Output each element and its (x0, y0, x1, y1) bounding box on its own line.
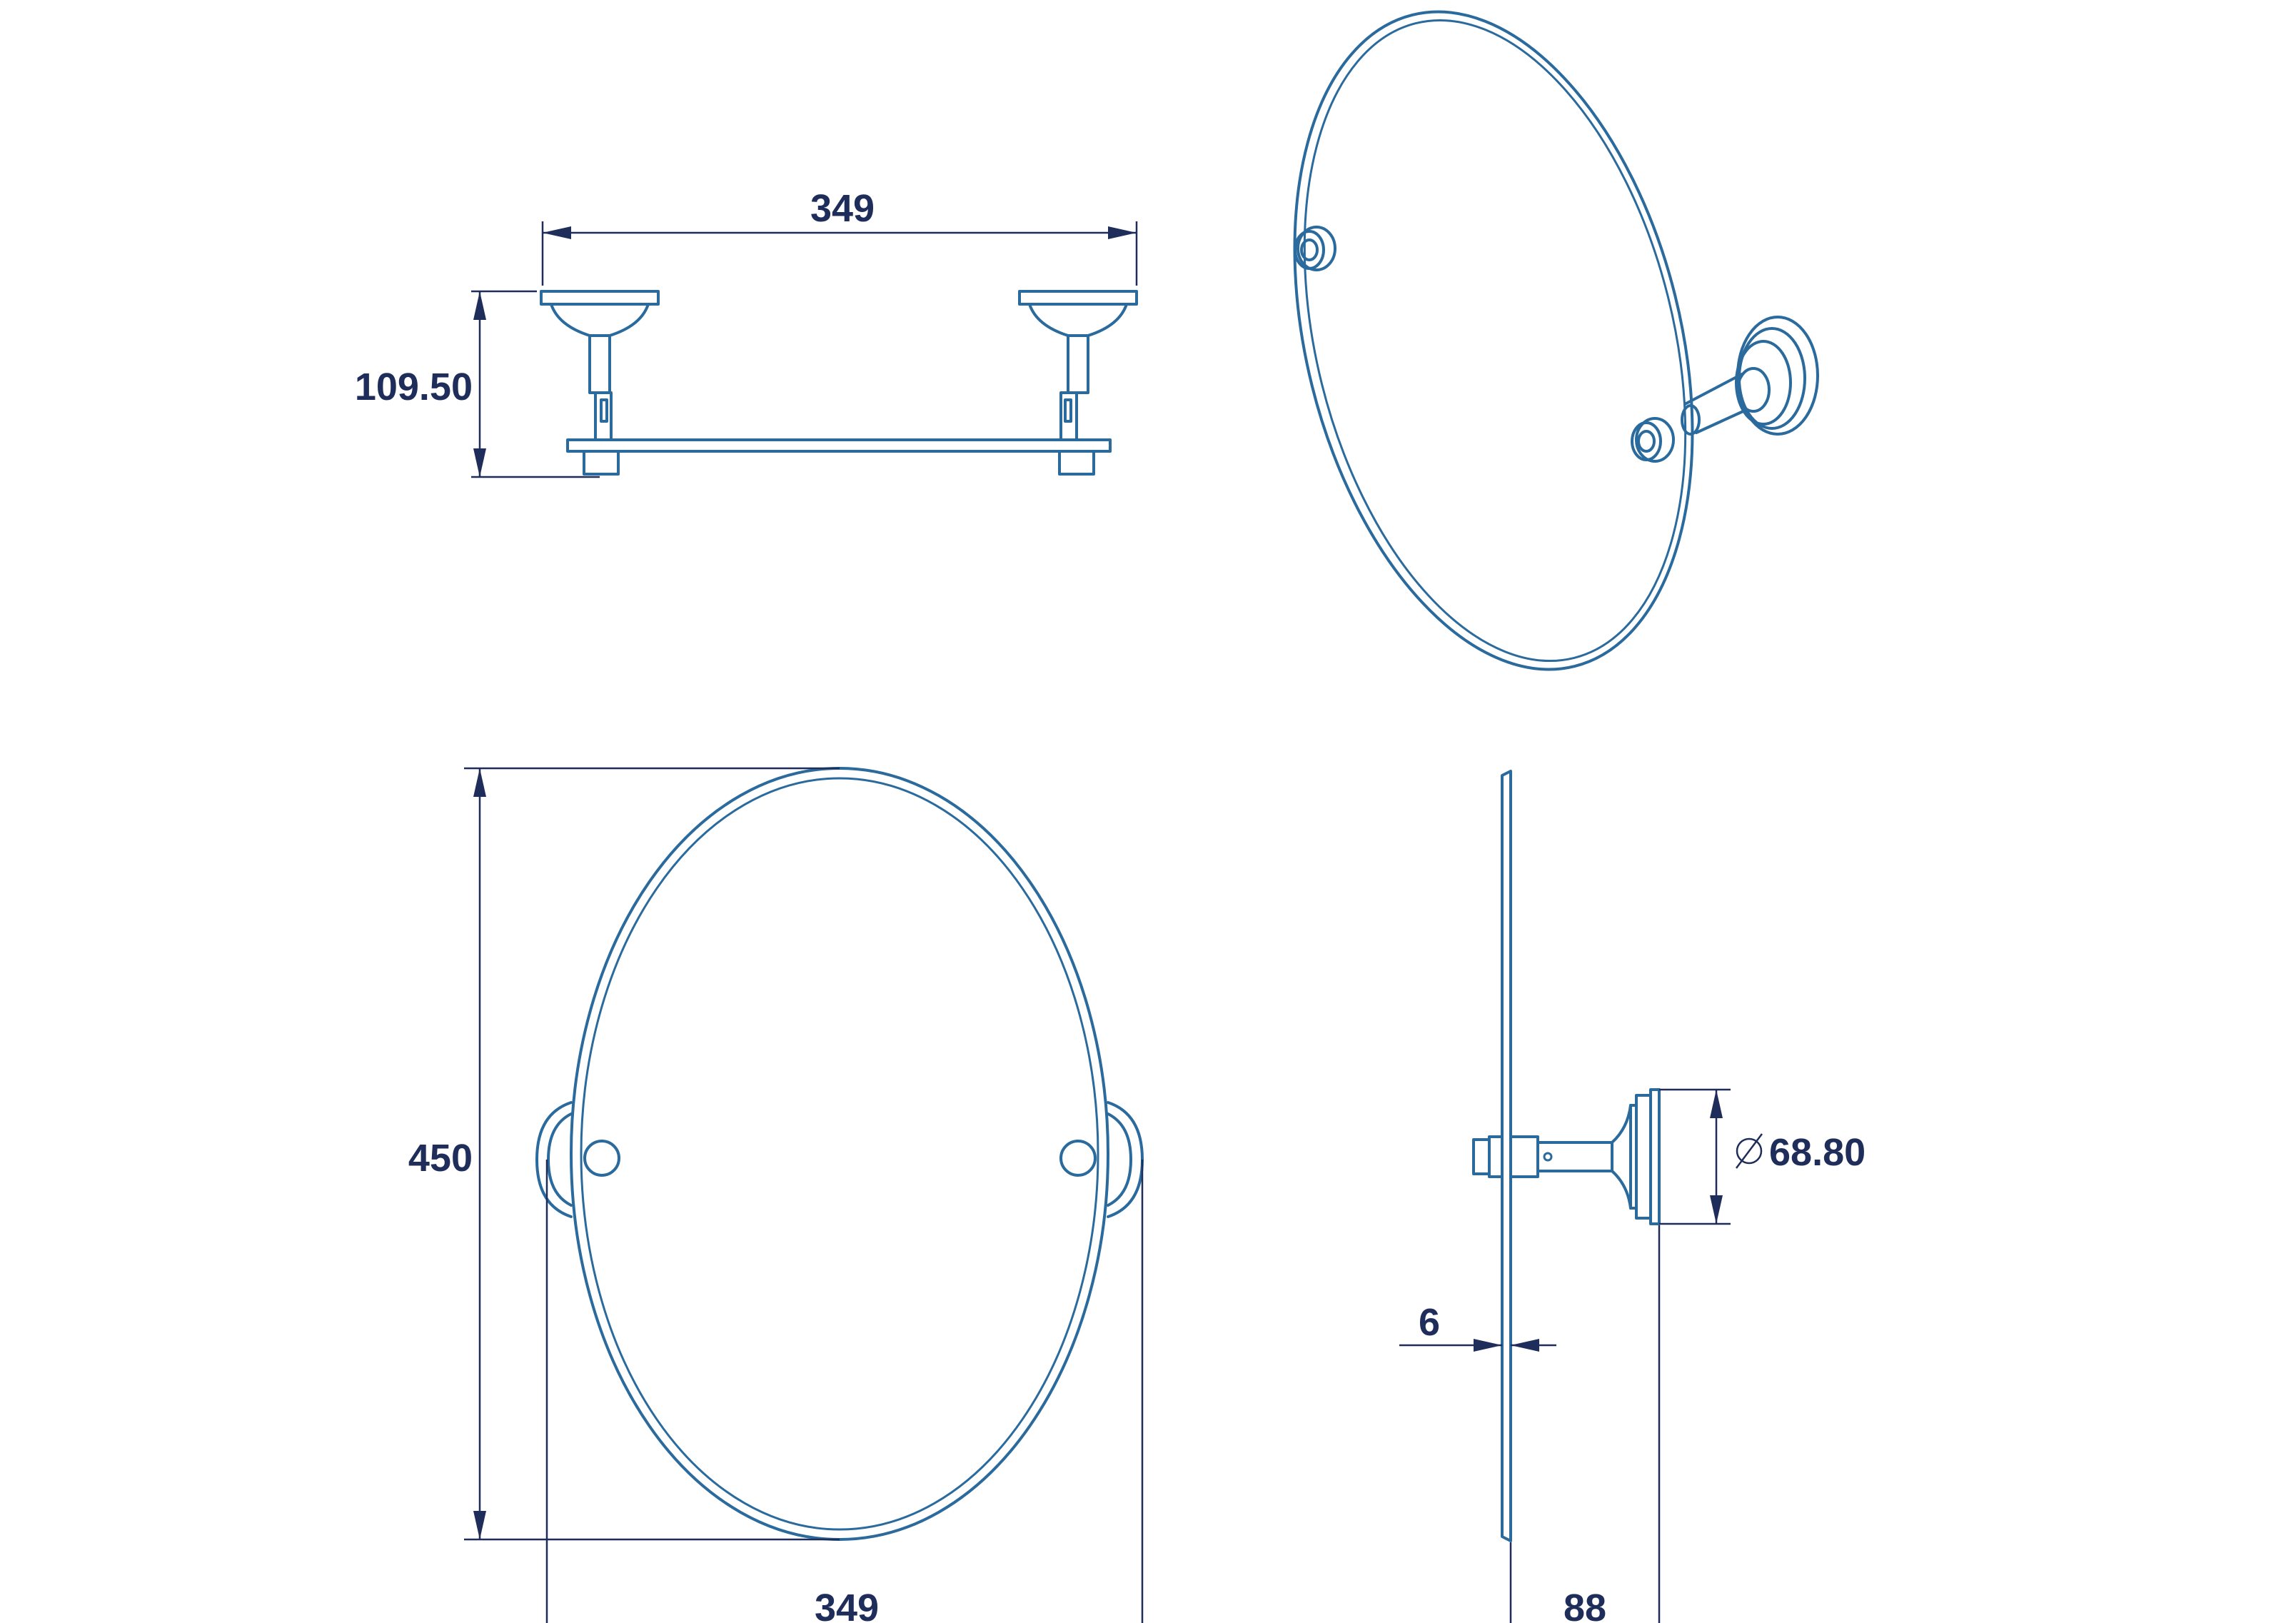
top-view-glass-edge (566, 438, 1112, 453)
glass-thickness-dimension: 6 (1399, 1301, 1556, 1352)
perspective-view (1293, 10, 1819, 671)
perspective-glass-inner (1303, 19, 1687, 662)
side-wall-flange (1635, 1094, 1652, 1220)
front-height-dimension: 450 (408, 767, 840, 1541)
front-glass-inner (580, 777, 1099, 1531)
front-right-bracket (1107, 1101, 1144, 1218)
projection-dimension: 88 (1509, 1225, 1661, 1623)
top-width-label: 349 (810, 187, 875, 230)
perspective-glass-outer (1293, 10, 1694, 671)
front-left-bracket (535, 1101, 573, 1218)
front-glass-outer (570, 767, 1109, 1541)
top-view: 349 109.50 (355, 187, 1138, 478)
side-view: 68.80 6 88 (1399, 770, 1866, 1623)
top-height-label: 109.50 (355, 366, 473, 408)
projection-label: 88 (1564, 1587, 1606, 1623)
diameter-symbol-icon (1736, 1133, 1763, 1169)
side-screw-cap (1472, 1135, 1504, 1178)
front-right-screw-cap (1059, 1140, 1097, 1177)
top-height-dimension: 109.50 (355, 290, 600, 478)
side-glass-panel (1501, 770, 1512, 1542)
glass-thickness-label: 6 (1419, 1301, 1440, 1344)
front-height-label: 450 (408, 1137, 473, 1180)
bracket-diameter-label: 68.80 (1769, 1131, 1866, 1174)
top-view-right-bracket (1018, 290, 1138, 476)
side-bracket-post (1509, 1088, 1661, 1225)
top-view-left-bracket (540, 290, 660, 476)
front-width-label: 349 (815, 1587, 879, 1623)
front-view: 450 349 (408, 767, 1144, 1623)
bracket-diameter-dimension: 68.80 (1659, 1088, 1866, 1225)
perspective-wall-bracket (1681, 316, 1819, 436)
front-width-dimension: 349 (545, 1160, 1144, 1623)
top-width-dimension: 349 (541, 187, 1138, 286)
perspective-left-cap (1294, 226, 1336, 271)
perspective-right-cap (1631, 417, 1675, 463)
front-left-screw-cap (583, 1140, 620, 1177)
